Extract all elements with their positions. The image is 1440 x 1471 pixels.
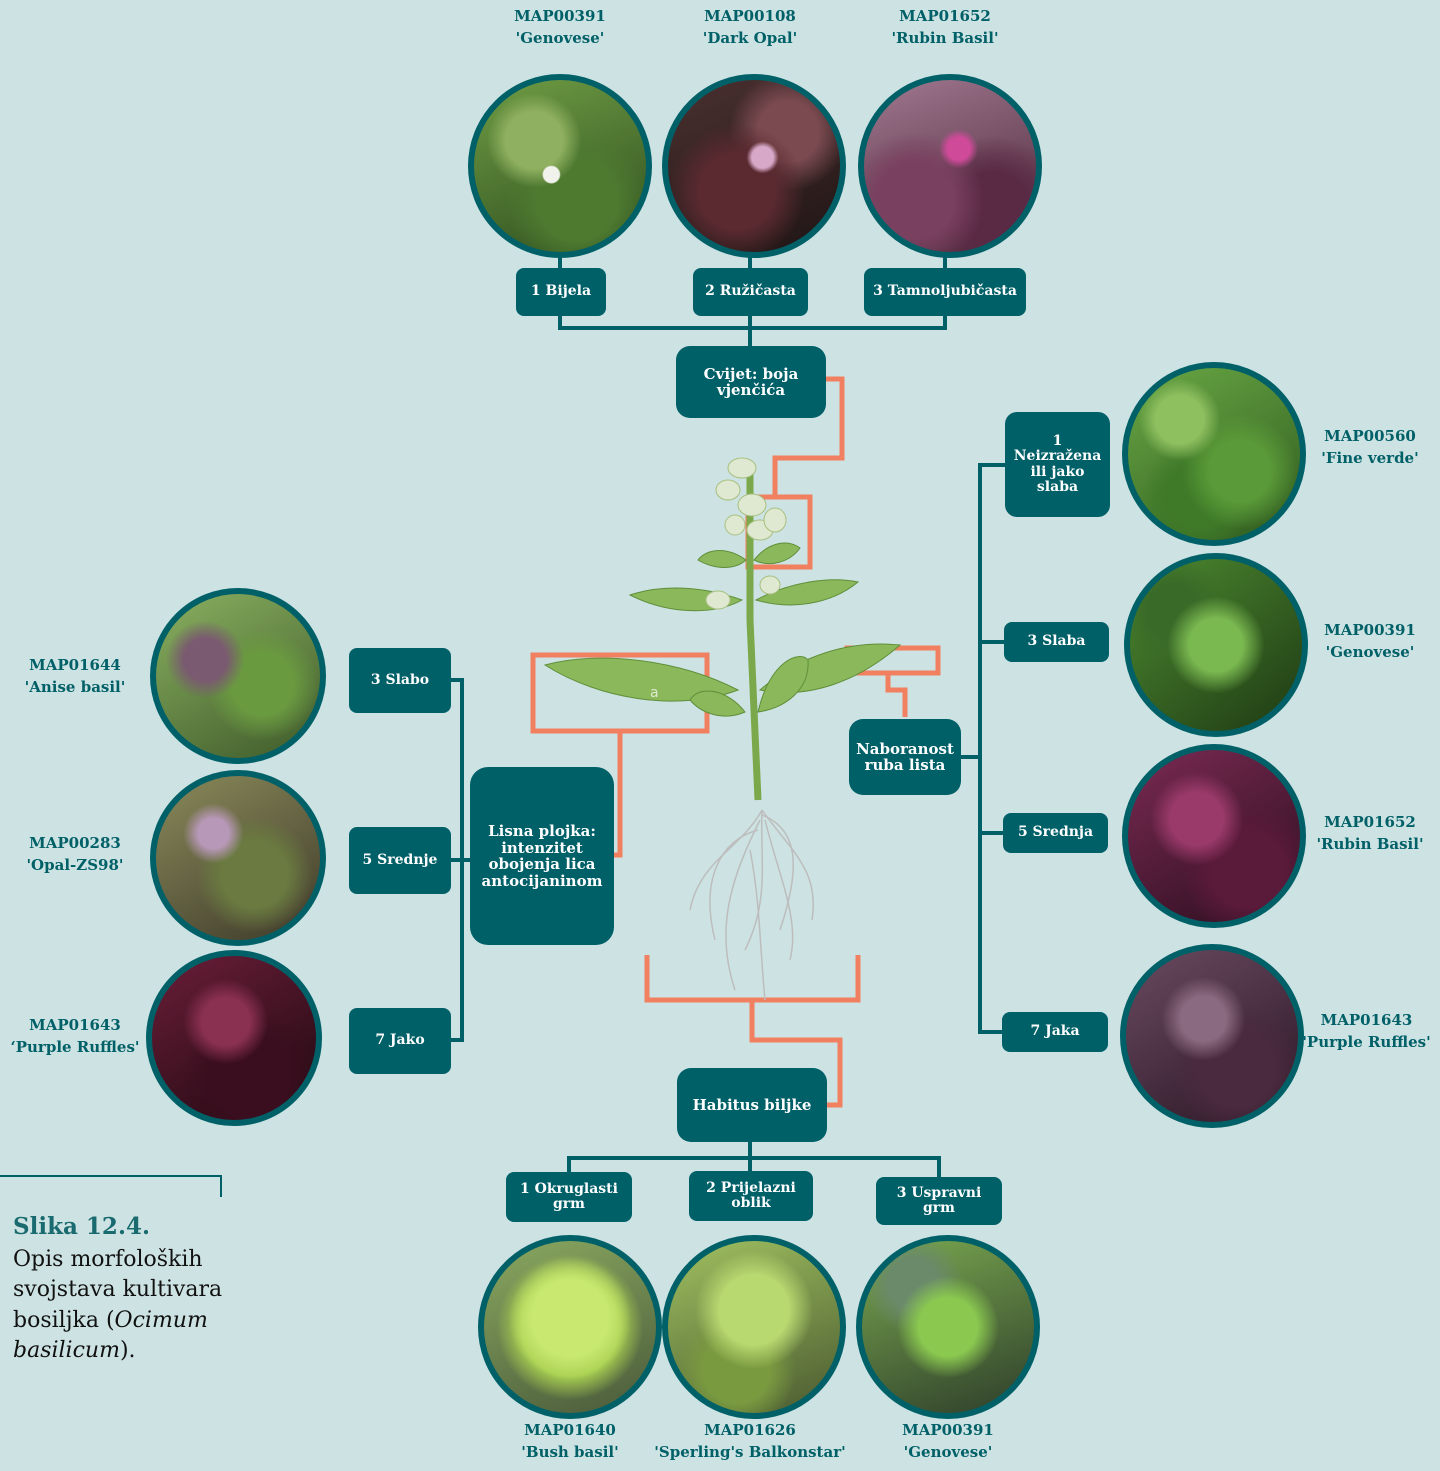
blade-option-5: 5 Srednje	[349, 827, 451, 894]
blade-5-label: MAP00283 'Opal-ZS98'	[10, 833, 140, 877]
photo-intermediate-basil	[662, 1235, 846, 1419]
blade-option-3: 3 Slabo	[349, 648, 451, 713]
habit-3-cultivar: 'Genovese'	[858, 1442, 1038, 1464]
blade-3-code: MAP01644	[10, 655, 140, 677]
margin-3-cultivar: 'Genovese'	[1300, 642, 1440, 664]
habit-2-cultivar: 'Sperling's Balkonstar'	[640, 1442, 860, 1464]
blade-3-label: MAP01644 'Anise basil'	[10, 655, 140, 699]
connector-flower-1	[560, 315, 945, 328]
margin-option-5: 5 Srednja	[1003, 813, 1108, 853]
habit-option-3: 3 Uspravni grm	[876, 1177, 1002, 1225]
photo-dark-purple-flowering-basil	[858, 74, 1042, 258]
margin-option-7: 7 Jaka	[1002, 1012, 1108, 1052]
blade-5-cultivar: 'Opal-ZS98'	[10, 855, 140, 877]
habit-1-code: MAP01640	[480, 1420, 660, 1442]
margin-5-cultivar: 'Rubin Basil'	[1300, 834, 1440, 856]
leaf-small-right	[754, 543, 800, 564]
blade-option-7: 7 Jako	[349, 1008, 451, 1074]
margin-1-cultivar: 'Fine verde'	[1300, 448, 1440, 470]
habit-2-code: MAP01626	[640, 1420, 860, 1442]
habit-1-cultivar: 'Bush basil'	[480, 1442, 660, 1464]
habit-3-code: MAP00391	[858, 1420, 1038, 1442]
flower-1-label: MAP00391 'Genovese'	[480, 6, 640, 50]
connector-margin-trunk	[980, 465, 1005, 1032]
flower-character-box: Cvijet: boja vjenčića	[676, 346, 826, 418]
habit-option-1: 1 Okruglasti grm	[506, 1172, 632, 1222]
habit-1-label: MAP01640 'Bush basil'	[480, 1420, 660, 1464]
flower-option-2: 2 Ružičasta	[693, 268, 808, 316]
habit-character-box: Habitus biljke	[677, 1068, 827, 1142]
margin-5-label: MAP01652 'Rubin Basil'	[1300, 812, 1440, 856]
photo-green-purple-leaves	[150, 588, 326, 764]
photo-upright-bush-basil	[856, 1235, 1040, 1419]
margin-1-label: MAP00560 'Fine verde'	[1300, 426, 1440, 470]
blade-3-cultivar: 'Anise basil'	[10, 677, 140, 699]
flower-2-cultivar: 'Dark Opal'	[670, 28, 830, 50]
blade-7-cultivar: ‘Purple Ruffles'	[4, 1037, 146, 1059]
habit-2-label: MAP01626 'Sperling's Balkonstar'	[640, 1420, 860, 1464]
photo-small-green-leaves	[1122, 362, 1306, 546]
leaf-lower-left	[690, 691, 745, 716]
photo-mottled-purple-leaves	[150, 770, 326, 946]
margin-character-box: Naboranost ruba lista	[849, 719, 961, 795]
margin-1-code: MAP00560	[1300, 426, 1440, 448]
habit-3-label: MAP00391 'Genovese'	[858, 1420, 1038, 1464]
orange-root-bracket	[647, 955, 858, 1000]
photo-pink-flowering-basil	[662, 74, 846, 258]
habit-option-2: 2 Prijelazni oblik	[689, 1171, 813, 1221]
flower-2-code: MAP00108	[670, 6, 830, 28]
flower-option-1: 1 Bijela	[516, 268, 606, 316]
plant-stem	[750, 470, 758, 800]
blade-7-label: MAP01643 ‘Purple Ruffles'	[4, 1015, 146, 1059]
margin-3-code: MAP00391	[1300, 620, 1440, 642]
blade-character-box: Lisna plojka: intenzitet obojenja lica a…	[470, 767, 614, 945]
flower-3-cultivar: 'Rubin Basil'	[862, 28, 1028, 50]
photo-purple-wavy-leaves	[1122, 744, 1306, 928]
photo-smooth-green-leaves	[1124, 553, 1308, 737]
flower-2-label: MAP00108 'Dark Opal'	[670, 6, 830, 50]
margin-7-label: MAP01643 'Purple Ruffles'	[1293, 1010, 1440, 1054]
caption-text: Opis morfoloških svojstava kultivara bos…	[13, 1245, 223, 1366]
margin-3-label: MAP00391 'Genovese'	[1300, 620, 1440, 664]
flower-3-label: MAP01652 'Rubin Basil'	[862, 6, 1028, 50]
flower-option-3: 3 Tamnoljubičasta	[864, 268, 1026, 316]
flower-1-cultivar: 'Genovese'	[480, 28, 640, 50]
margin-7-cultivar: 'Purple Ruffles'	[1293, 1032, 1440, 1054]
margin-7-code: MAP01643	[1293, 1010, 1440, 1032]
photo-white-flowering-basil	[468, 74, 652, 258]
margin-5-code: MAP01652	[1300, 812, 1440, 834]
caption-text-after: ).	[120, 1338, 136, 1363]
caption-title: Slika 12.4.	[13, 1213, 150, 1240]
orange-margin-link	[888, 673, 905, 717]
photo-purple-ruffled-leaves	[1120, 944, 1304, 1128]
photo-round-bush-basil	[478, 1235, 662, 1419]
margin-option-1: 1 Neizražena ili jako slaba	[1005, 412, 1110, 517]
flower-1-code: MAP00391	[480, 6, 640, 28]
photo-deep-purple-leaves	[146, 950, 322, 1126]
plant-roots	[690, 810, 813, 1000]
leaf-mark-a: a	[650, 685, 659, 701]
blade-5-code: MAP00283	[10, 833, 140, 855]
blade-7-code: MAP01643	[4, 1015, 146, 1037]
caption-rule	[0, 1175, 222, 1197]
leaf-small-left	[698, 551, 746, 568]
margin-option-3: 3 Slaba	[1004, 622, 1109, 662]
flower-3-code: MAP01652	[862, 6, 1028, 28]
leaf-lower-right	[758, 657, 808, 712]
